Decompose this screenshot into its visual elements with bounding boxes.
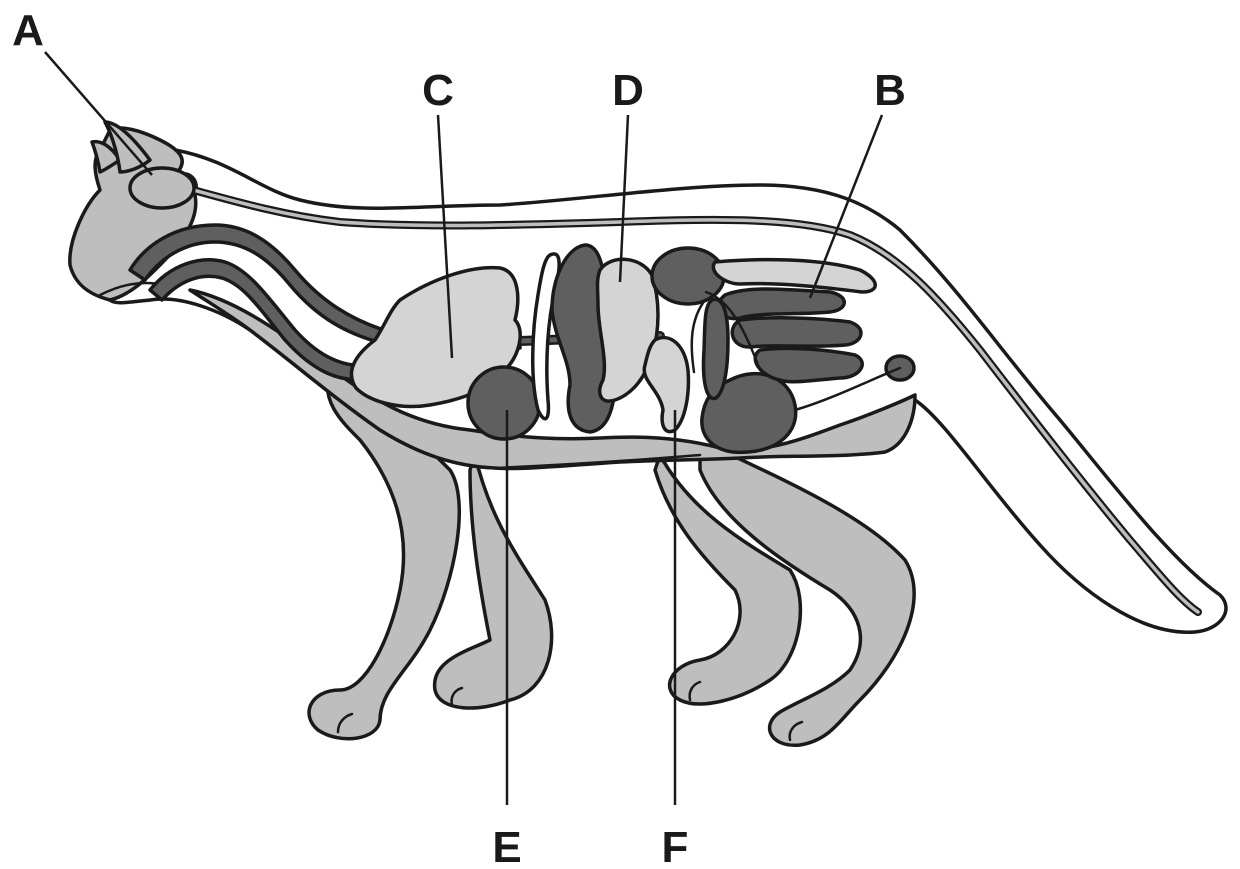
label-e: E <box>492 823 521 869</box>
label-a: A <box>12 6 44 55</box>
label-c: C <box>422 66 454 115</box>
label-b: B <box>874 66 906 115</box>
heart <box>468 367 540 439</box>
label-d: D <box>612 66 644 115</box>
intestine-coil-3 <box>755 348 862 381</box>
brain <box>130 168 194 208</box>
label-f: F <box>662 823 689 869</box>
intestine-loop-vertical <box>704 299 729 398</box>
intestine-coil-2 <box>732 318 861 347</box>
